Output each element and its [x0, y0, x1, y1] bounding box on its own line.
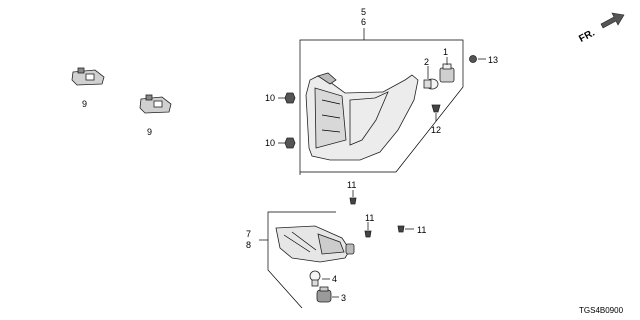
callout-11-right: 11 — [417, 225, 426, 235]
callout-2: 2 — [424, 57, 429, 67]
tail-light-group: 5 6 — [299, 7, 464, 175]
callout-11-middle: 11 — [365, 213, 374, 223]
clip-part-13: 13 — [469, 55, 498, 65]
grommet-part-12: 12 — [431, 104, 441, 135]
callout-9-left: 9 — [82, 99, 87, 109]
socket-part-3: 3 — [316, 286, 346, 303]
callout-5: 5 — [361, 7, 366, 17]
side-marker-group: 7 8 — [246, 211, 355, 309]
bulb-part-2: 2 — [423, 57, 439, 90]
direction-label: FR. — [577, 27, 597, 44]
callout-13: 13 — [488, 55, 498, 65]
license-light-part-9-right: 9 — [139, 94, 172, 137]
callout-11-top: 11 — [347, 180, 356, 190]
socket-part-1: 1 — [439, 47, 455, 83]
screw-part-11-right: 11 — [397, 225, 426, 235]
nut-part-10-lower: 10 — [265, 137, 296, 149]
arrow-icon — [600, 12, 625, 29]
callout-8: 8 — [246, 240, 251, 250]
callout-10-lower: 10 — [265, 138, 275, 148]
license-light-part-9-left: 9 — [71, 67, 105, 109]
screw-part-11-top: 11 — [347, 180, 357, 205]
callout-3: 3 — [341, 293, 346, 303]
bulb-part-4: 4 — [309, 270, 337, 287]
diagram-code: TGS4B0900 — [579, 306, 624, 315]
front-direction-indicator: FR. — [577, 12, 625, 45]
callout-7: 7 — [246, 229, 251, 239]
callout-12: 12 — [431, 125, 441, 135]
screw-part-11-middle: 11 — [364, 213, 374, 238]
callout-4: 4 — [332, 274, 337, 284]
callout-10-upper: 10 — [265, 93, 275, 103]
callout-6: 6 — [361, 17, 366, 27]
callout-9-right: 9 — [147, 127, 152, 137]
nut-part-10-upper: 10 — [265, 92, 296, 104]
callout-1: 1 — [443, 47, 448, 57]
